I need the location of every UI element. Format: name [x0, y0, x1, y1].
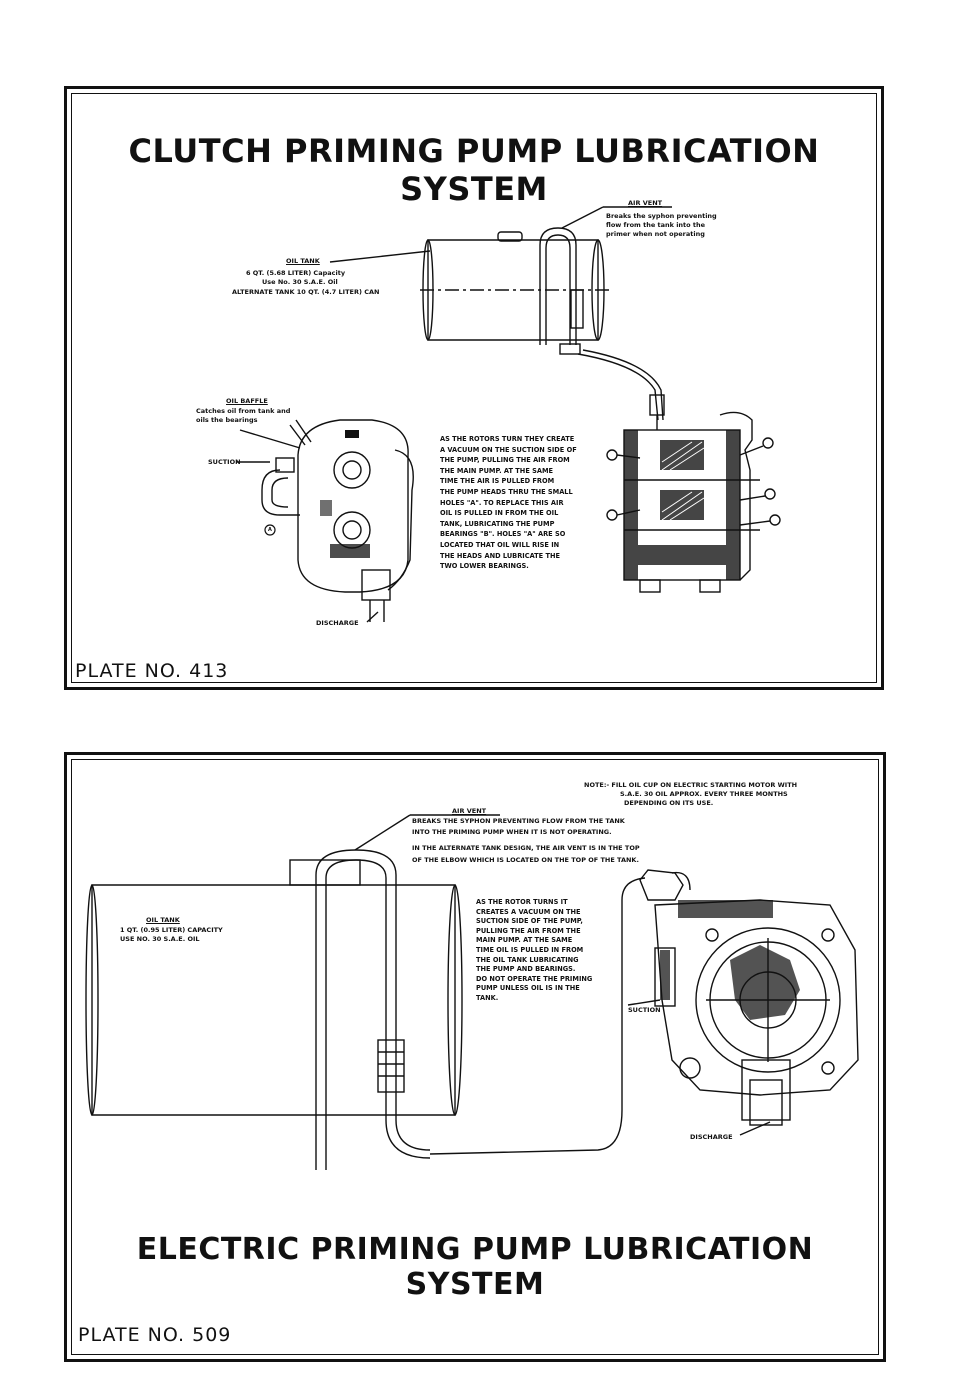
plate-413-description-line: HOLES "A". TO REPLACE THIS AIR [440, 498, 564, 507]
plate-413-description-line: THE MAIN PUMP. AT THE SAME [440, 466, 554, 475]
plate-509-note-line-1: NOTE:- FILL OIL CUP ON ELECTRIC STARTING… [584, 781, 798, 789]
plate-413-description-line: THE PUMP HEADS THRU THE SMALL [440, 488, 573, 496]
plate-509-description-line: TANK. [476, 994, 499, 1002]
plate-509-note-line-2: S.A.E. 30 OIL APPROX. EVERY THREE MONTHS [620, 790, 788, 798]
plate-509-title: ELECTRIC PRIMING PUMP LUBRICATION SYSTEM [136, 1232, 814, 1302]
plate-509-description-line: DO NOT OPERATE THE PRIMING [476, 974, 593, 983]
plate-509-oil-tank-label: OIL TANK [146, 916, 180, 924]
plate-413-description-line: A VACUUM ON THE SUCTION SIDE OF [440, 445, 577, 454]
plate-413-marker-a: A [268, 527, 272, 533]
plate-509-air-vent-note-4: OF THE ELBOW WHICH IS LOCATED ON THE TOP… [412, 856, 639, 864]
plate-509-inner-frame [71, 759, 879, 1355]
clutch-pump-body [297, 419, 409, 593]
plate-413-description-line: THE PUMP, PULLING THE AIR FROM [440, 456, 570, 465]
plate-413-air-vent-note-2: flow from the tank into the [606, 221, 706, 229]
plate-413-description-line: TANK, LUBRICATING THE PUMP [440, 519, 555, 528]
plate-413-oil-tank-label: OIL TANK [286, 257, 320, 265]
plate-509-description-line: AS THE ROTOR TURNS IT [476, 898, 568, 906]
plate-509-description-line: PULLING THE AIR FROM THE [476, 926, 581, 935]
air-vent-tube [539, 227, 577, 345]
plate-509-number: PLATE NO. 509 [78, 1324, 232, 1346]
plate-509-description-line: PUMP UNLESS OIL IS IN THE [476, 984, 580, 993]
marker-a-circle [264, 524, 276, 536]
plate-509-description-line: MAIN PUMP. AT THE SAME [476, 936, 573, 945]
plate-413-number: PLATE NO. 413 [75, 660, 229, 682]
plate-413-oil-tank-note-2: Use No. 30 S.A.E. Oil [262, 278, 338, 286]
plate-413-description-line: OIL IS PULLED IN FROM THE OIL [440, 509, 559, 518]
plate-509-air-vent-note-1: BREAKS THE SYPHON PREVENTING FLOW FROM T… [412, 817, 625, 825]
plate-413-description-line: THE HEADS AND LUBRICATE THE [440, 551, 560, 560]
plate-413-air-vent-note-3: primer when not operating [606, 230, 705, 238]
plate-413-title: CLUTCH PRIMING PUMP LUBRICATION SYSTEM [128, 132, 820, 208]
plate-509-description-line: CREATES A VACUUM ON THE [476, 907, 581, 916]
plate-413-oil-tank-note-1: 6 QT. (5.68 LITER) Capacity [246, 269, 346, 277]
plate-413-oil-tank-note-3: ALTERNATE TANK 10 QT. (4.7 LITER) CAN [232, 288, 380, 296]
plate-509-oil-tank-note-1: 1 QT. (0.95 LITER) CAPACITY [120, 926, 223, 934]
plate-413-air-vent-note-1: Breaks the syphon preventing [606, 212, 717, 220]
plate-509-note-line-3: DEPENDING ON ITS USE. [624, 799, 714, 807]
plate-413-description-line: TWO LOWER BEARINGS. [440, 562, 529, 571]
plate-413-description-line: BEARINGS "B". HOLES "A" ARE SO [440, 530, 566, 539]
plate-509-description-line: TIME OIL IS PULLED IN FROM [476, 946, 584, 954]
plate-509-suction-label: SUCTION [628, 1006, 661, 1014]
plate-509-air-vent-note-2: INTO THE PRIMING PUMP WHEN IT IS NOT OPE… [412, 828, 612, 836]
plate-413-air-vent-label: AIR VENT [628, 199, 663, 207]
plate-413-oil-baffle-note-1: Catches oil from tank and [196, 407, 291, 415]
plate-509-discharge-label: DISCHARGE [690, 1133, 733, 1141]
plate-413-inner-frame [71, 93, 877, 683]
plate-509-air-vent-label: AIR VENT [452, 807, 487, 815]
plate-413-description-line: TIME THE AIR IS PULLED FROM [440, 477, 555, 486]
electric-pump-body [654, 899, 859, 1096]
plate-509-description-line: SUCTION SIDE OF THE PUMP, [476, 917, 583, 926]
plate-413 [64, 86, 884, 690]
plate-413-description-line: AS THE ROTORS TURN THEY CREATE [440, 435, 575, 443]
plate-413-suction-label: SUCTION [208, 458, 241, 466]
plate-509-oil-tank-note-2: USE NO. 30 S.A.E. OIL [120, 935, 200, 943]
air-vent-tube [315, 849, 397, 1170]
plate-509-air-vent-note-3: IN THE ALTERNATE TANK DESIGN, THE AIR VE… [412, 844, 640, 852]
plate-413-description-line: LOCATED THAT OIL WILL RISE IN [440, 541, 560, 549]
plate-509-description-line: THE PUMP AND BEARINGS. [476, 965, 576, 974]
plate-413-discharge-label: DISCHARGE [316, 619, 359, 627]
plate-413-oil-baffle-label: OIL BAFFLE [226, 397, 268, 405]
plate-413-oil-baffle-note-2: oils the bearings [196, 416, 258, 424]
plate-509 [64, 752, 886, 1362]
plate-509-description-line: THE OIL TANK LUBRICATING [476, 955, 579, 964]
